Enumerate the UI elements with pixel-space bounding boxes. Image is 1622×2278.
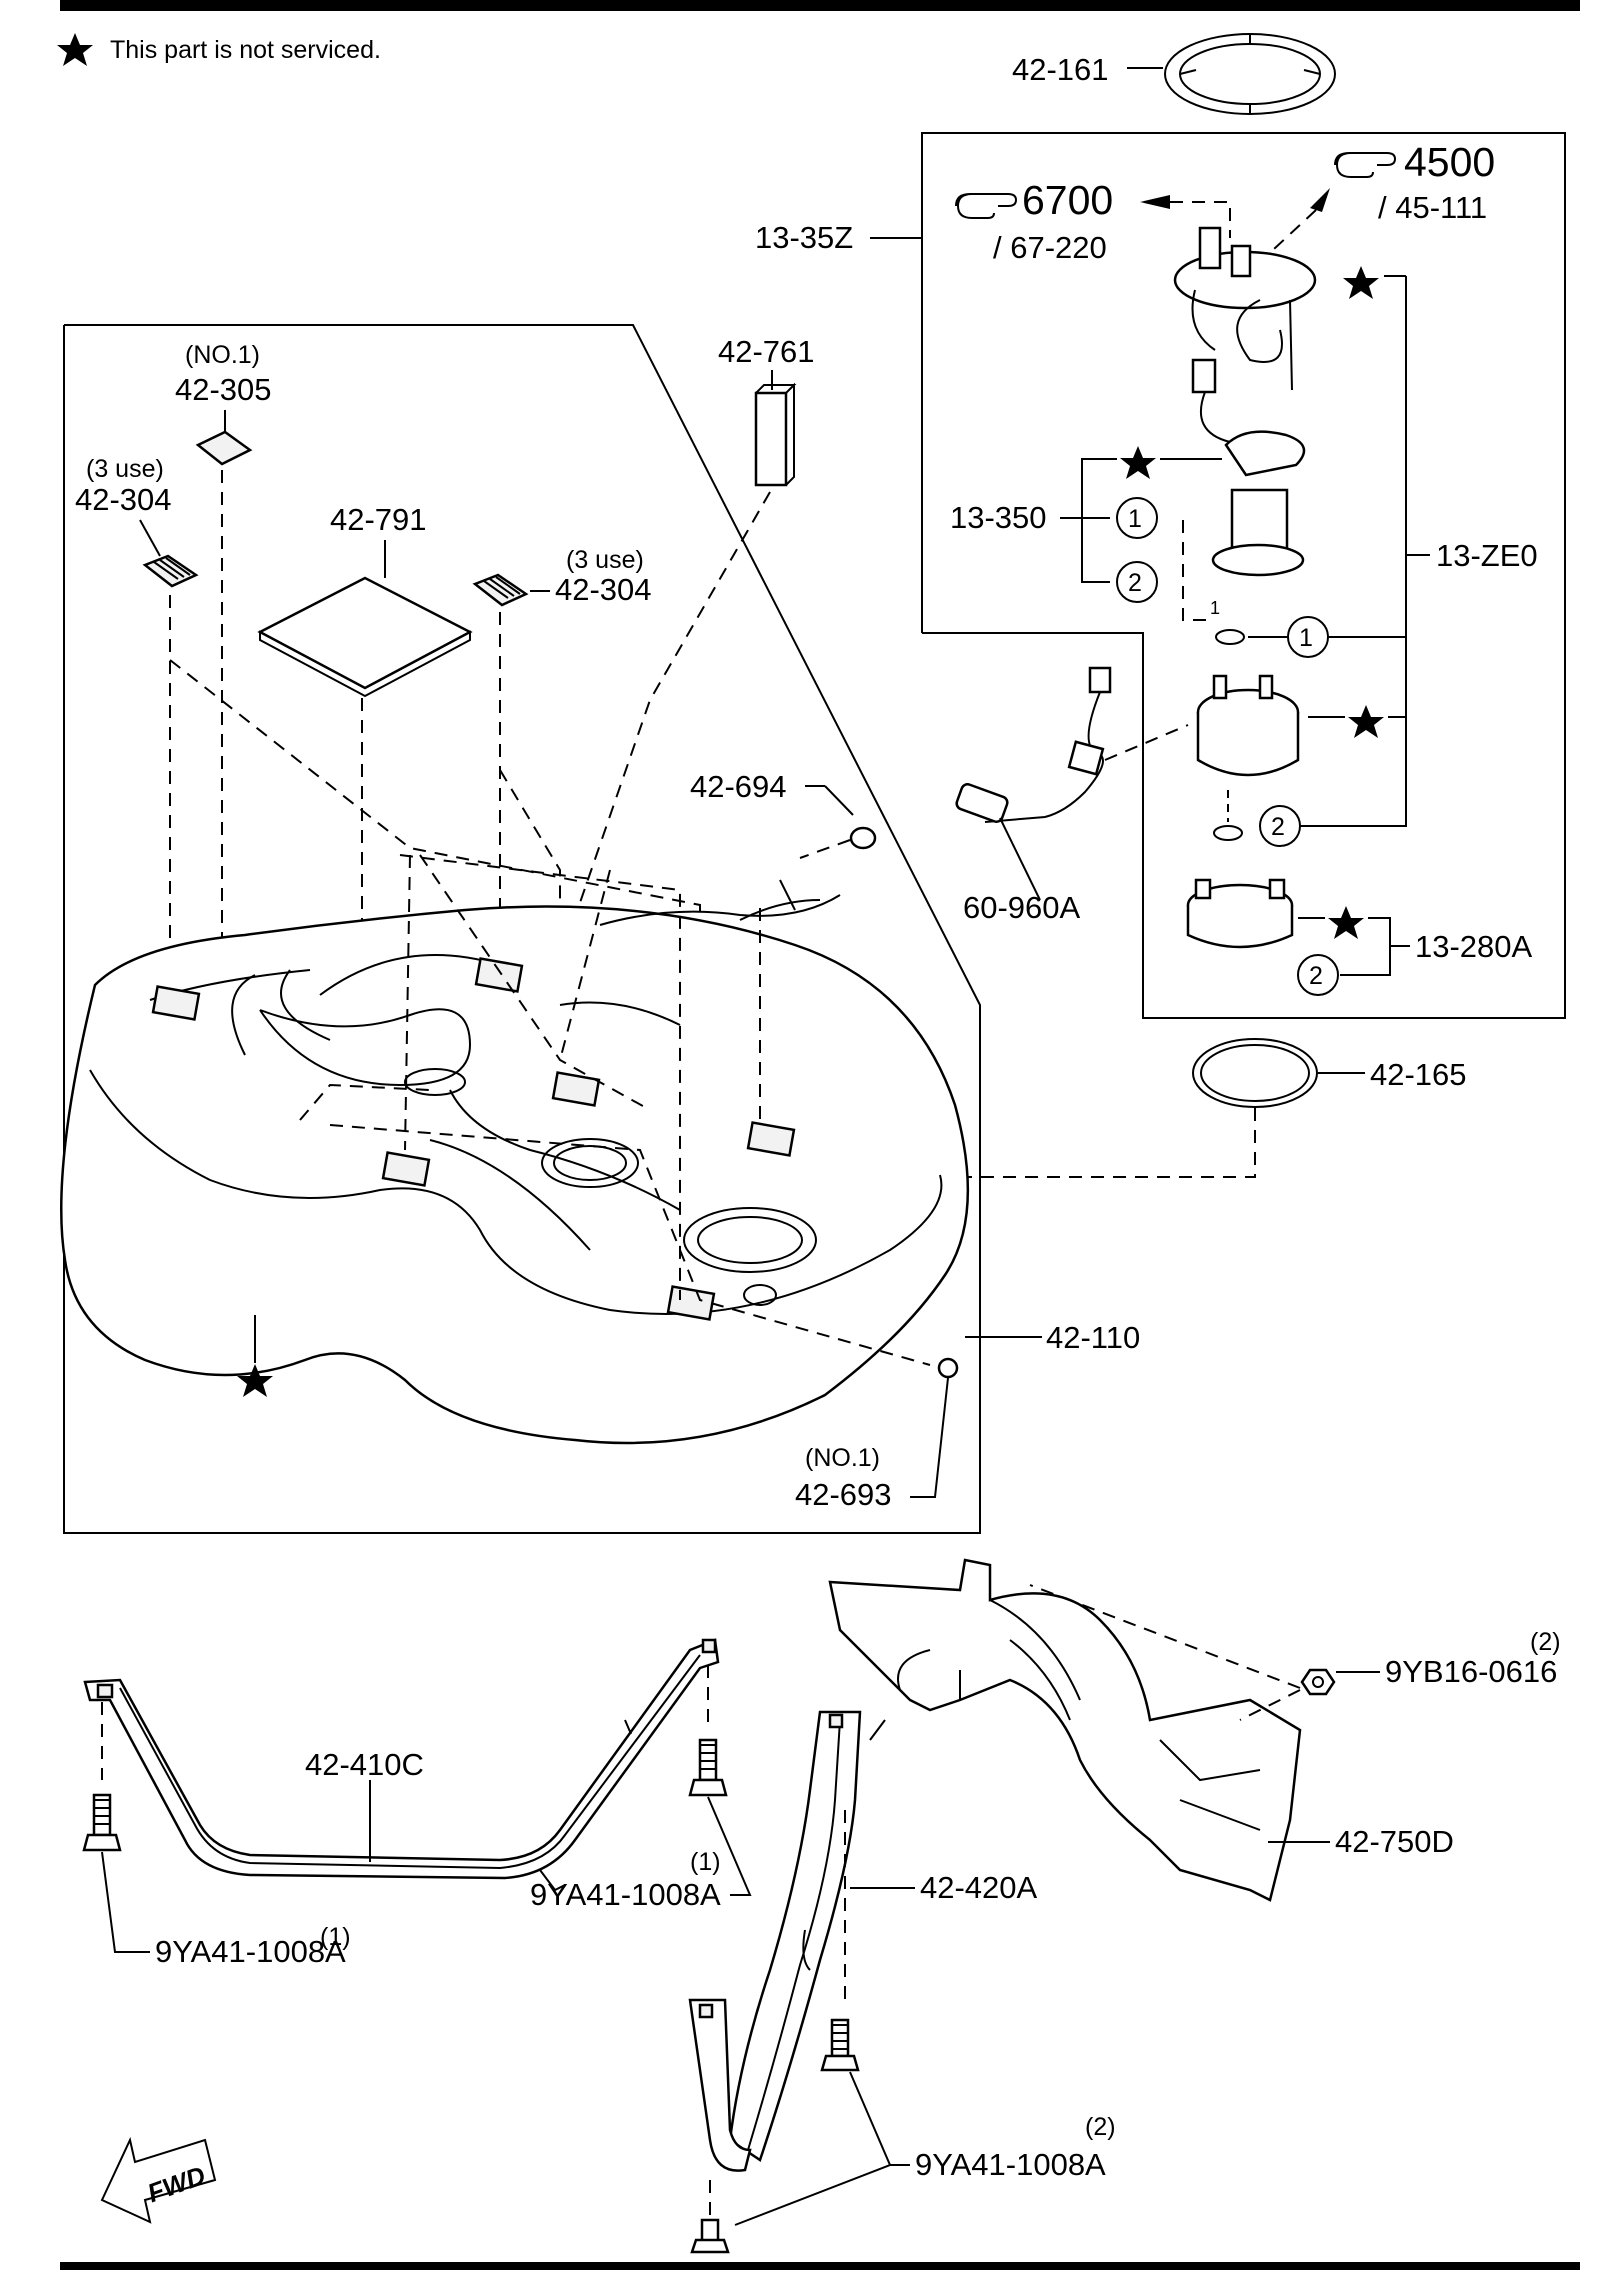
qty-9YA41-lower: (2)	[1085, 2113, 1116, 2141]
bottom-border	[60, 2262, 1580, 2270]
top-border	[60, 0, 1580, 11]
star-icon	[57, 33, 93, 66]
callout-42-165: 42-165	[1370, 1057, 1467, 1092]
part-42-305	[195, 430, 253, 466]
callout-42-750D: 42-750D	[1335, 1824, 1454, 1859]
callout-42-304-left: 42-304	[75, 482, 172, 517]
fuel-tank-42-110	[60, 854, 970, 1445]
star-icon	[1120, 446, 1156, 479]
fwd-label: FWD	[143, 2160, 209, 2209]
star-icon	[1328, 906, 1364, 939]
part-42-693	[937, 1357, 959, 1379]
star-icon	[237, 1364, 273, 1397]
callout-42-110: 42-110	[1046, 1320, 1140, 1355]
callout-42-694: 42-694	[690, 769, 787, 804]
qty-42-305: (NO.1)	[185, 341, 260, 369]
qty-9YA41-left: (1)	[320, 1923, 351, 1951]
part-42-694	[849, 826, 877, 850]
pump-reservoir	[1196, 674, 1300, 777]
fuel-tank-frame	[63, 324, 981, 1534]
circle-ref-2: 2	[1309, 962, 1323, 990]
callout-13-350: 13-350	[950, 500, 1047, 535]
callout-42-305: 42-305	[175, 372, 272, 407]
qty-42-304-left: (3 use)	[86, 455, 164, 483]
callout-13-35Z: 13-35Z	[755, 220, 853, 255]
callout-42-693: 42-693	[795, 1477, 892, 1512]
callout-13-280A: 13-280A	[1415, 929, 1533, 964]
callout-42-761: 42-761	[718, 334, 815, 369]
ref-4500: 4500 / 45-111	[1259, 139, 1495, 263]
part-42-791	[257, 576, 473, 690]
qty-9YB16: (2)	[1530, 1628, 1561, 1656]
qty-42-304-right: (3 use)	[566, 546, 644, 574]
callout-9YB16-0616: 9YB16-0616	[1385, 1654, 1557, 1689]
circle-ref-1: 1	[1128, 505, 1142, 533]
callout-60-960A: 60-960A	[963, 890, 1081, 925]
filter-13-280A	[1186, 878, 1294, 949]
callout-42-304-right: 42-304	[555, 572, 652, 607]
callout-42-410C: 42-410C	[305, 1747, 424, 1782]
gasket-42-161	[1164, 33, 1336, 115]
pump-module-frame	[921, 132, 1566, 1019]
legend-text: This part is not serviced.	[110, 36, 381, 64]
legend-note: This part is not serviced.	[57, 33, 381, 66]
nut-9YB16-0616: (2) 9YB16-0616	[1029, 1584, 1561, 1721]
strap-42-410C: 42-410C	[83, 1638, 720, 1892]
ref-4500-sub: / 45-111	[1378, 190, 1487, 225]
part-42-304-left	[142, 554, 199, 588]
circle-ref-2: 2	[1271, 813, 1285, 841]
pump-module-group: 42-161 13-35Z 6700 / 67-220 4500 / 45-11…	[755, 33, 1566, 1019]
star-icon	[1348, 705, 1384, 738]
circle-ref-1: 1	[1299, 624, 1313, 652]
bolt-9YA41-mid: (1) 9YA41-1008A	[530, 1665, 752, 1912]
callout-42-420A: 42-420A	[920, 1870, 1038, 1905]
strap-42-420A: 42-420A	[688, 1710, 1038, 2172]
callout-42-791: 42-791	[330, 502, 427, 537]
ref-6700-number: 6700	[1022, 177, 1113, 223]
fuel-tank-group: 42-761 (NO.1) 42-305 (3 use) 42-304 42-7…	[60, 324, 1140, 1534]
ref-6700-sub: / 67-220	[993, 230, 1107, 265]
part-42-761	[754, 391, 788, 487]
callout-9YA41-mid: 9YA41-1008A	[530, 1877, 721, 1912]
fuel-pump-13-350	[1211, 430, 1306, 577]
ref-6700: 6700 / 67-220	[955, 177, 1231, 265]
sensor-harness-60-960A: 60-960A	[955, 666, 1189, 925]
ref-4500-number: 4500	[1404, 139, 1495, 185]
qty-9YA41-mid: (1)	[690, 1848, 721, 1876]
callout-42-161: 42-161	[1012, 52, 1109, 87]
fwd-arrow-icon: FWD	[100, 2136, 217, 2224]
star-icon	[1343, 266, 1379, 299]
pointing-hand-icon	[955, 193, 1018, 219]
bolt-9YA41-lower: (2) 9YA41-1008A	[690, 1810, 1116, 2254]
callout-9YA41-lower: 9YA41-1008A	[915, 2147, 1106, 2182]
circle-ref-2: 2	[1128, 569, 1142, 597]
pointing-hand-icon	[1334, 152, 1397, 178]
callout-9YA41-left: 9YA41-1008A	[155, 1934, 346, 1969]
insulator-42-750D	[828, 1558, 1302, 1902]
qty-42-693: (NO.1)	[805, 1444, 880, 1472]
callout-13-ZE0: 13-ZE0	[1436, 538, 1538, 573]
bolt-9YA41-left: (1) 9YA41-1008A	[82, 1702, 351, 1969]
svg-text:1: 1	[1210, 598, 1220, 618]
part-42-304-right	[472, 573, 529, 607]
pump-flange	[1173, 226, 1317, 444]
